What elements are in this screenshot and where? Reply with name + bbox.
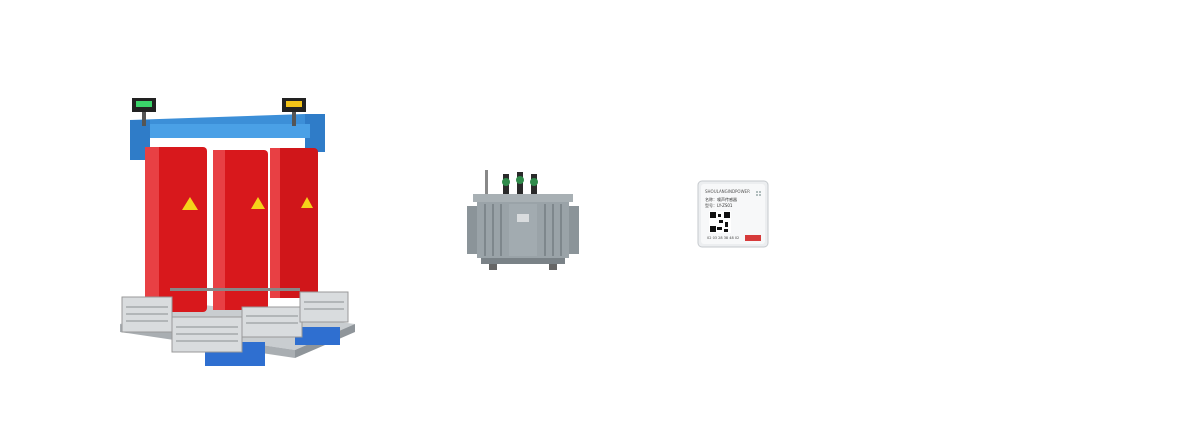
qr-code-icon (709, 211, 731, 233)
dry-type-transformer-image (110, 92, 360, 382)
sensor-brand-text: SHOULANGINDPOWER (705, 189, 750, 194)
sensor-model-line: 型号：LY-ZS01 (705, 202, 733, 208)
speaker-grille-icon (756, 191, 761, 196)
sensor-footer-text: 02 03 28 38 48 02 (707, 236, 739, 240)
sensor-name-line: 名称：噪声传感器 (705, 196, 737, 202)
sensor-device-image: SHOULANGINDPOWER 名称：噪声传感器 型号：LY-ZS01 02 … (695, 178, 770, 250)
oil-immersed-transformer-image (465, 162, 580, 274)
